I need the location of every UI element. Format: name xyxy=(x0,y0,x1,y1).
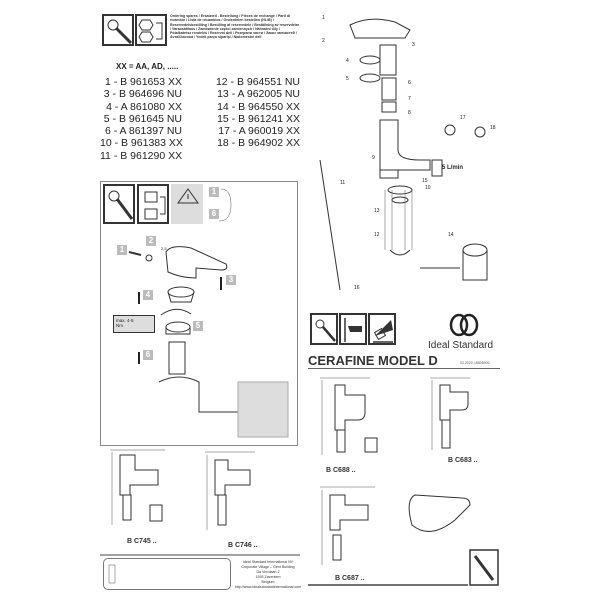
part-item: 11 - B 961290 XX xyxy=(100,149,183,162)
callout-15: 15 xyxy=(422,178,428,184)
address-line: 1935 Zaventem xyxy=(255,575,281,579)
part-item: 14 - B 964550 XX xyxy=(217,100,300,113)
footer-address: Ideal Standard International NV Corporat… xyxy=(234,560,302,590)
website-link[interactable]: http://www.idealstandardinternational.co… xyxy=(234,585,302,589)
footer-box xyxy=(103,558,231,590)
part-item: 12 - B 964551 NU xyxy=(215,76,300,88)
address-line: Belgium xyxy=(261,580,275,584)
step-1: 1 xyxy=(117,245,127,255)
torque-warning: max. 4-5 Nm xyxy=(113,315,155,333)
part-item: 4 - A 861080 XX xyxy=(106,100,182,113)
address-line: Da Vincilaan 2 xyxy=(256,570,280,574)
part-item: 13 - A 962005 NU xyxy=(217,88,300,101)
spare-parts-text: Ordering spares / Ersatzteil - Bestellun… xyxy=(170,14,300,40)
callout-9: 9 xyxy=(372,155,375,161)
doc-code: 02.2020 | 8B05900 xyxy=(460,361,490,365)
title-divider xyxy=(308,368,500,369)
cartridge-instructions-box: 1 6 1 2 2,5 3 4 5 6 max. 4-5 Nm xyxy=(100,181,298,446)
callout-1: 1 xyxy=(322,15,325,21)
part-item: 15 - B 961241 XX xyxy=(217,112,300,125)
model-label-c687: B C687 .. xyxy=(335,575,365,582)
step-3: 3 xyxy=(226,275,236,285)
step-5: 5 xyxy=(193,321,203,331)
flow-label: 5 L/min xyxy=(442,165,464,171)
model-label-c746: B C746 .. xyxy=(228,542,258,549)
hex-size-label: 2,5 xyxy=(161,246,167,251)
callout-16: 16 xyxy=(354,285,360,291)
callout-3: 3 xyxy=(412,42,415,48)
part-item: 3 - B 964696 NU xyxy=(103,88,182,101)
wrench-icon xyxy=(103,184,135,224)
cleaning-cloth-icon xyxy=(368,313,396,345)
warning-icon xyxy=(171,184,203,224)
callout-5: 5 xyxy=(346,76,349,82)
parts-list-right: 12 - B 964551 NU 13 - A 962005 NU 14 - B… xyxy=(212,76,300,150)
wrench-icon xyxy=(102,14,134,46)
part-item: 6 - A 861397 NU xyxy=(104,125,182,138)
variant-note: XX = AA, AD, ..... xyxy=(116,62,179,71)
step-6: 6 xyxy=(143,350,153,360)
callout-10: 10 xyxy=(425,185,431,191)
brand-name: Ideal Standard xyxy=(428,340,494,351)
part-item: 1 - B 961653 XX xyxy=(104,76,182,88)
callout-18: 18 xyxy=(490,125,496,131)
callout-13: 13 xyxy=(374,208,380,214)
part-item: 5 - B 961645 NU xyxy=(103,112,182,125)
product-title: CERAFINE MODEL D xyxy=(308,353,438,368)
callout-4: 4 xyxy=(346,58,349,64)
exploded-view: 5 L/min 1 2 3 4 5 6 7 8 9 10 11 12 13 14… xyxy=(310,10,500,300)
hand-pointing-icon xyxy=(339,313,367,345)
callout-11: 11 xyxy=(340,180,346,186)
callout-12: 12 xyxy=(374,232,380,238)
callout-2: 2 xyxy=(322,38,325,44)
torque-label: max. 4-5 Nm xyxy=(116,318,134,328)
callout-14: 14 xyxy=(448,232,454,238)
wrench-icon xyxy=(310,313,338,345)
ideal-standard-logo-icon xyxy=(449,313,479,337)
model-label-c688: B C688 .. xyxy=(326,467,356,474)
sequence-end: 6 xyxy=(209,209,219,219)
callout-8: 8 xyxy=(408,110,411,116)
part-item: 10 - B 961383 XX xyxy=(100,137,183,150)
part-item: 17 - A 960019 XX xyxy=(218,125,300,138)
parts-list-left: 1 - B 961653 XX 3 - B 964696 NU 4 - A 86… xyxy=(100,76,183,162)
address-line: Corporate Village – Gent Building xyxy=(241,565,295,569)
callout-17: 17 xyxy=(460,115,466,121)
callout-6: 6 xyxy=(408,80,411,86)
step-4: 4 xyxy=(143,290,153,300)
nut-replace-icon xyxy=(135,14,167,46)
cartridge-replace-icon xyxy=(137,184,169,224)
callout-7: 7 xyxy=(408,96,411,102)
model-label-c683: B C683 .. xyxy=(448,457,478,464)
step-2: 2 xyxy=(146,236,156,246)
address-line: Ideal Standard International NV xyxy=(242,560,294,564)
sequence-start: 1 xyxy=(209,187,219,197)
part-item: 18 - B 964902 XX xyxy=(217,137,300,150)
model-label-c745: B C745 .. xyxy=(127,538,157,545)
